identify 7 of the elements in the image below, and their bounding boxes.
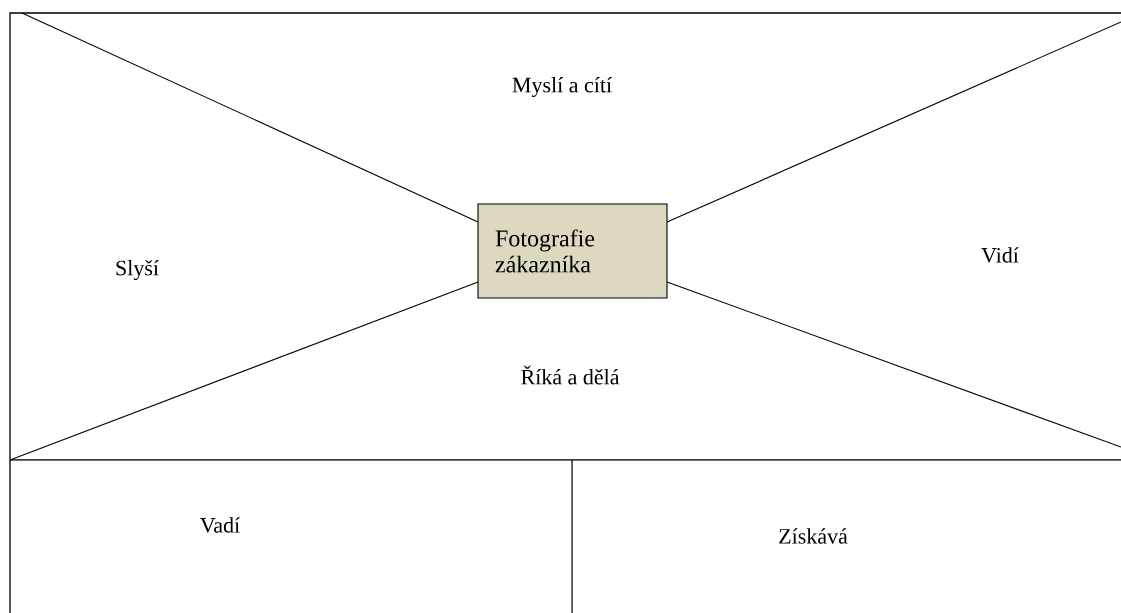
- section-label: Myslí a cítí: [512, 76, 612, 98]
- section-label: Slyší: [116, 260, 159, 281]
- section-label: Říká a dělá: [521, 365, 620, 385]
- section-label: Vidí: [981, 247, 1019, 263]
- section-label: Získává: [779, 528, 848, 544]
- photo-box: Fotografie zákazníka: [477, 203, 668, 299]
- section-label: Vadí: [200, 517, 240, 533]
